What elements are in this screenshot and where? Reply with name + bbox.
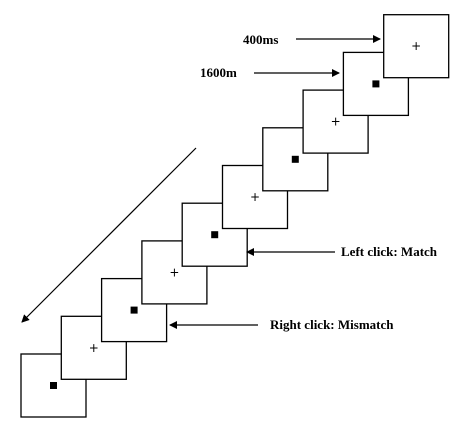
right-click-label: Right click: Mismatch	[270, 317, 394, 332]
square-stimulus-icon	[211, 231, 219, 239]
left-click-label: Left click: Match	[341, 244, 438, 259]
stimulus-frame-stack: + + + + +	[20, 14, 450, 418]
stimulus-frame: +	[383, 14, 450, 79]
frame-border	[383, 14, 450, 79]
square-stimulus-icon	[130, 306, 138, 314]
square-stimulus-icon	[372, 80, 380, 88]
square-stimulus-icon	[50, 382, 57, 389]
fixation-cross-icon: +	[169, 265, 179, 279]
square-stimulus-icon	[291, 155, 299, 163]
fixation-cross-icon: +	[331, 115, 341, 129]
fixation-cross-icon: +	[411, 39, 421, 53]
fixation-cross-icon: +	[250, 190, 260, 204]
duration-label-cross: 400ms	[243, 32, 278, 47]
timeline-arrow	[21, 147, 197, 323]
duration-label-square: 1600m	[200, 65, 237, 80]
fixation-cross-icon: +	[89, 341, 99, 355]
